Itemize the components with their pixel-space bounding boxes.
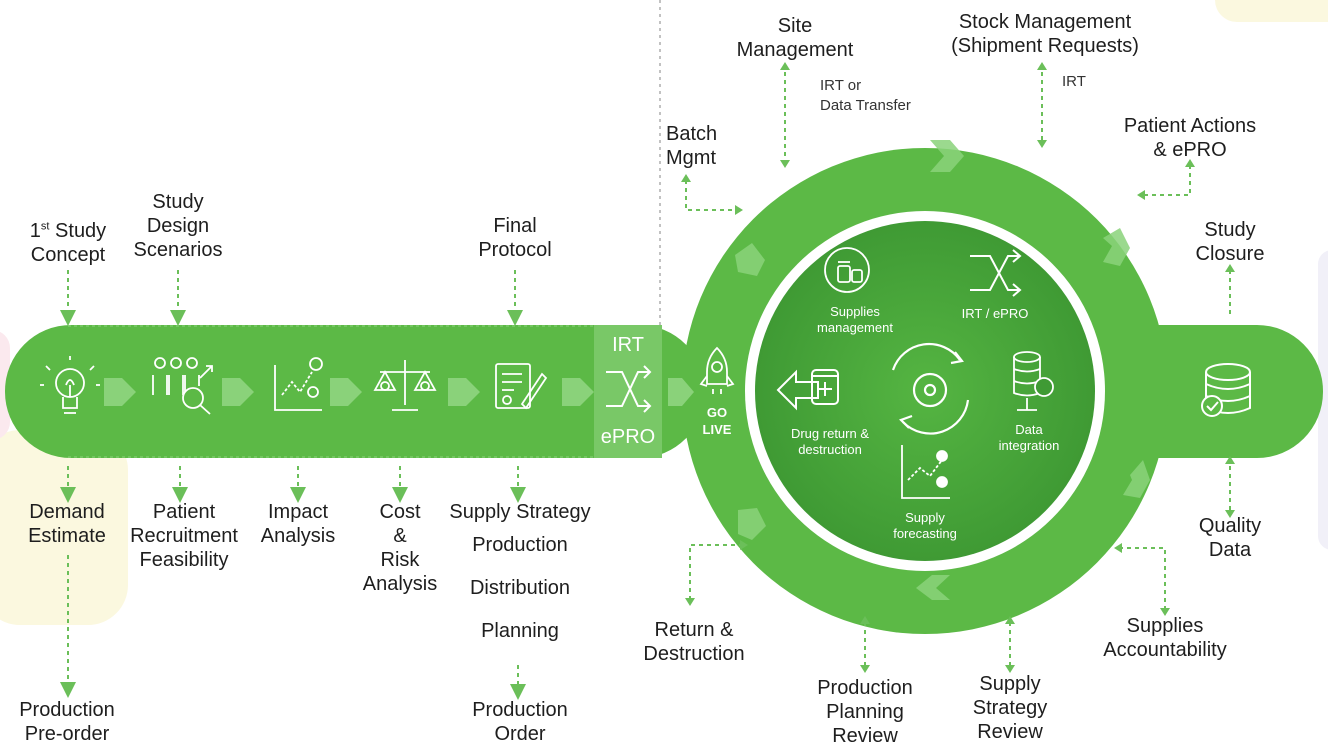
label-irt-epro-inner: IRT / ePRO [961,306,1029,321]
cycle-gear-icon [891,342,970,435]
label-supplies-management: Supplies management [817,304,893,335]
go-live-label: GO LIVE [702,405,732,437]
label-batch-mgmt: Batch Mgmt [666,123,718,169]
label-patient-actions: Patient Actions & ePRO [1123,115,1257,161]
label-supplies-accountability: Supplies Accountability [1103,615,1227,661]
ring-chevrons [735,140,1150,600]
note-irt: IRT [1062,73,1086,90]
label-cost-risk: Cost & Risk Analysis [362,501,438,595]
label-supply-strategy-review: Supply Strategy Review [972,673,1048,743]
label-study-closure: Study Closure [1195,219,1265,265]
data-integration-icon [1013,351,1054,411]
bg-cream-block-left [0,430,128,625]
bg-cream-block-top-right [1215,0,1328,22]
label-study-concept: 1st Study Concept [29,219,107,266]
label-quality-data: Quality Data [1198,515,1262,561]
label-impact-analysis: Impact Analysis [260,501,336,547]
signed-document-icon [495,363,548,410]
label-supply-forecasting: Supply forecasting [893,510,957,541]
label-return-destruction: Return & Destruction [643,619,745,665]
analysis-chart-icon [274,357,323,411]
label-production-preorder: Production Pre-order [19,699,115,745]
drug-return-icon [776,369,839,411]
note-irt-data-transfer: IRT or Data Transfer [820,77,911,114]
label-demand-estimate: Demand Estimate [28,501,106,547]
epro-label: ePRO [600,426,656,448]
bg-lavender-block-right [1318,250,1328,550]
irt-epro-shuffle-icon [970,249,1022,297]
shuffle-arrows-icon [606,365,652,413]
label-patient-recruitment: Patient Recruitment Feasibility [130,501,238,571]
label-stock-management: Stock Management (Shipment Requests) [951,11,1139,57]
connector-arrowheads [681,62,1235,673]
connector-arrows [60,72,1231,700]
lightbulb-idea-icon [40,356,100,414]
label-production-planning-review: Production Planning Review [817,677,913,747]
balance-scale-icon [373,360,437,411]
label-final-protocol: Final Protocol [478,215,552,261]
label-drug-return: Drug return & destruction [790,426,870,457]
rocket-icon [699,346,735,394]
supplies-management-icon [824,247,870,293]
label-site-management: Site Management [736,15,854,61]
irt-label: IRT [612,334,644,356]
label-data-integration: Data integration [998,422,1060,453]
database-check-icon [1201,363,1251,417]
bar-chevrons [104,378,694,406]
label-study-design: Study Design Scenarios [133,191,223,261]
supply-forecasting-icon [901,445,950,499]
label-production-order: Production Order [472,699,568,745]
bg-pink-block-left [0,331,10,439]
people-search-icon [152,357,213,415]
label-supply-strategy: Supply Strategy Production Distribution … [449,501,591,642]
